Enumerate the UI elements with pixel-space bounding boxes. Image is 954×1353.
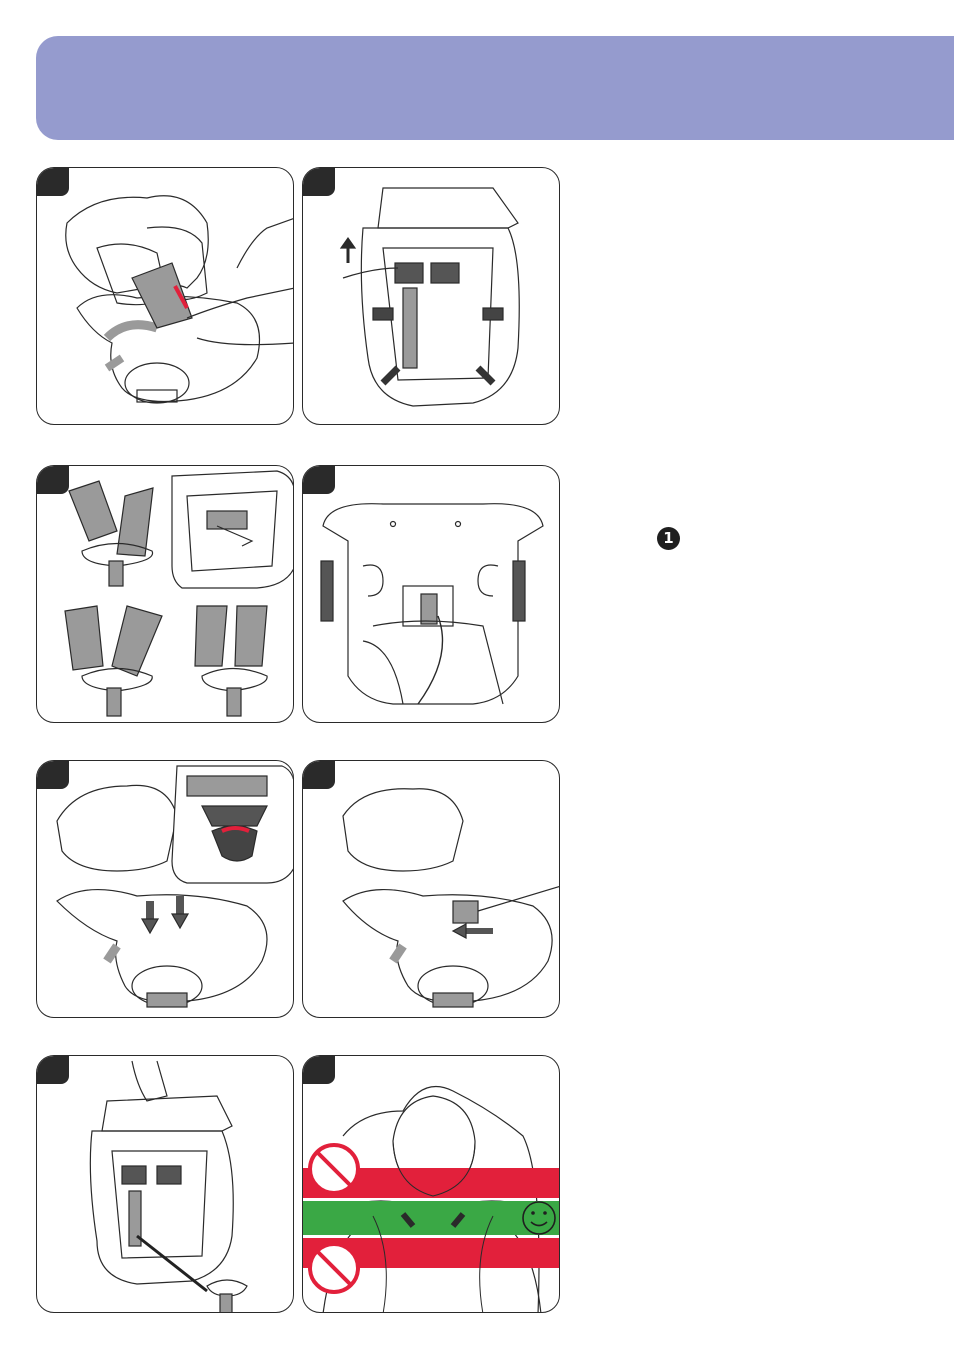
panel-2 <box>302 167 560 425</box>
hand-pressing-seat-cover-icon <box>37 168 294 425</box>
prohibited-icon <box>310 1244 358 1292</box>
step-number-badge: 1 <box>657 527 680 550</box>
panel-5 <box>36 760 294 1018</box>
lift-harness-back-icon <box>303 168 560 425</box>
insert-crotch-strap-icon <box>303 761 560 1018</box>
panel-3 <box>36 465 294 723</box>
shoulder-height-zones-icon <box>303 1056 560 1313</box>
strap-buckle-assembly-icon <box>37 466 294 723</box>
panel-8 <box>302 1055 560 1313</box>
header-band <box>36 36 954 140</box>
carry-seat-icon <box>37 1056 294 1313</box>
panel-6 <box>302 760 560 1018</box>
smiley-icon <box>523 1202 555 1234</box>
prohibited-icon <box>310 1145 358 1193</box>
panel-1 <box>36 167 294 425</box>
panel-4 <box>302 465 560 723</box>
seat-back-cover-icon <box>303 466 560 723</box>
panel-7 <box>36 1055 294 1313</box>
press-seat-buckle-icon <box>37 761 294 1018</box>
